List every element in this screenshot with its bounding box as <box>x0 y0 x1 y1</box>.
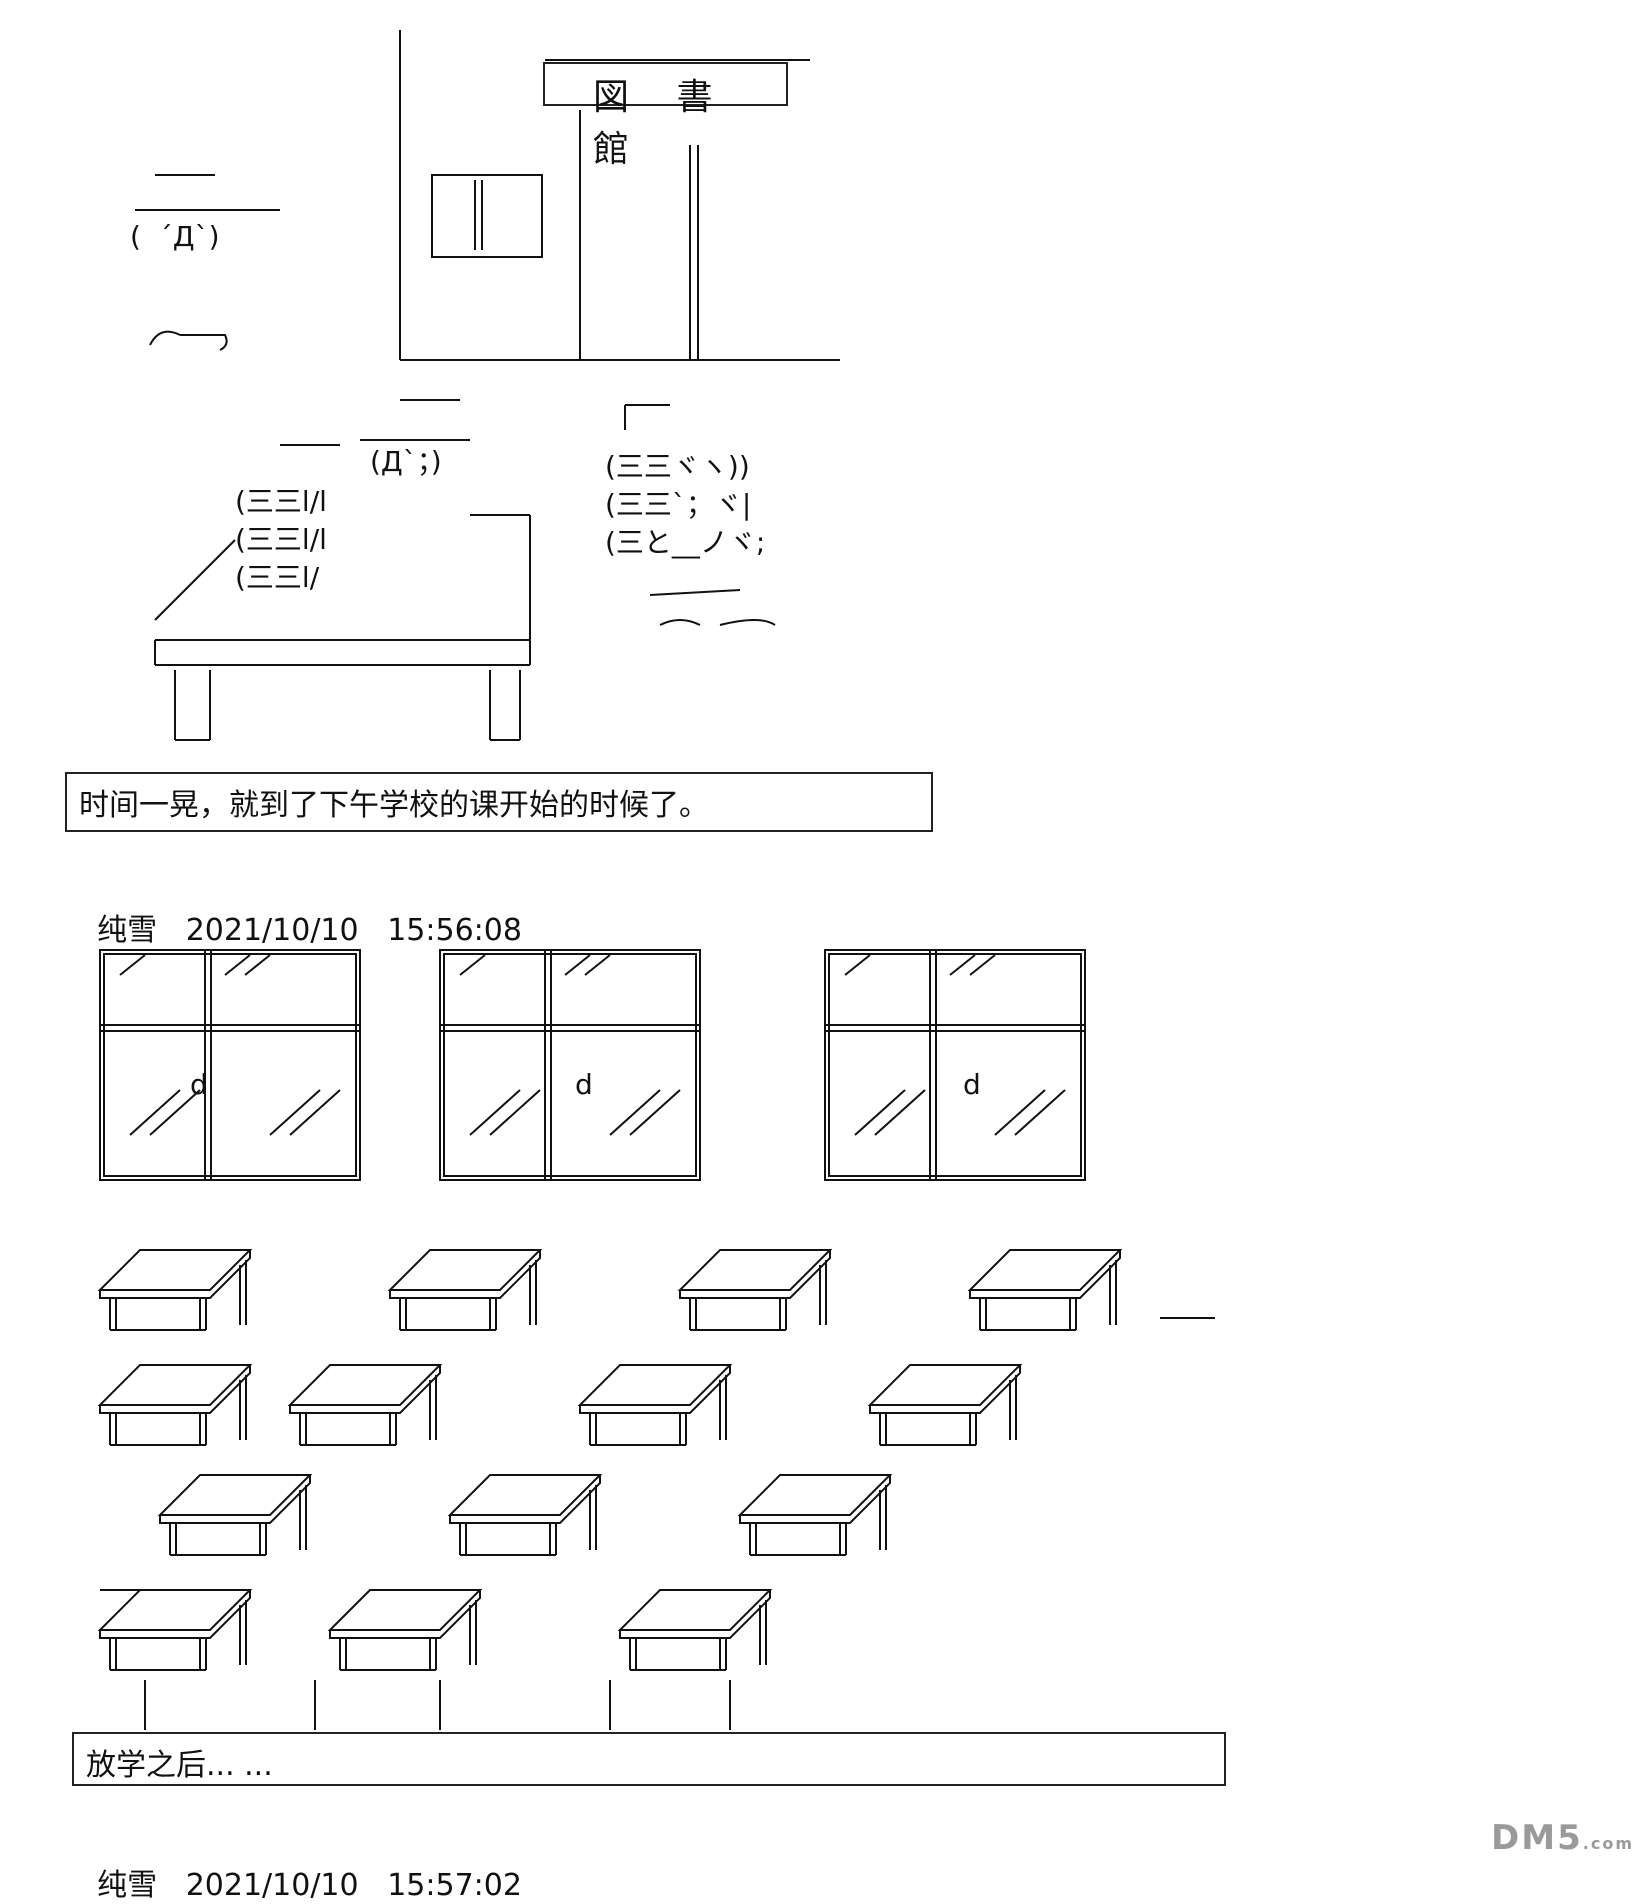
desk-outline <box>154 399 531 741</box>
library-sign-label: 図 書 館 <box>593 77 731 170</box>
narration-box-1: 时间一晃，就到了下午学校的课开始的时候了。 <box>65 772 933 832</box>
post-meta-1: 纯雪 2021/10/10 15:56:08 <box>78 870 522 949</box>
book-stack-left-1: (三三l/l <box>235 485 327 518</box>
book-stack-right-1: (三三ヾヽ)) <box>605 450 750 483</box>
post-datetime: 2021/10/10 15:57:02 <box>185 1868 522 1903</box>
watermark-suffix: .com <box>1582 1834 1634 1853</box>
narration-text-2: 放学之后... ... <box>86 1748 273 1783</box>
left-character-face: ( ´Д`) <box>130 220 220 253</box>
book-stack-left-2: (三三l/l <box>235 523 327 556</box>
window-latch-3: d <box>963 1068 981 1101</box>
post-author: 纯雪 <box>97 1868 158 1903</box>
book-stack-right-3: (三と__ノヾ; <box>605 526 766 559</box>
classroom-window <box>99 949 361 1181</box>
narration-text-1: 时间一晃，就到了下午学校的课开始的时候了。 <box>79 788 709 823</box>
narration-box-2: 放学之后... ... <box>72 1732 1226 1786</box>
middle-character-face: (Д`；) <box>370 445 442 478</box>
window-latch-1: d <box>190 1068 208 1101</box>
window-latch-2: d <box>575 1068 593 1101</box>
library-scene-art <box>135 30 840 741</box>
post-meta-2: 纯雪 2021/10/10 15:57:02 <box>78 1825 522 1904</box>
post-author: 纯雪 <box>97 913 158 948</box>
site-watermark: DM5.com <box>1491 1818 1634 1858</box>
right-character-outline <box>624 404 776 626</box>
post-datetime: 2021/10/10 15:56:08 <box>185 913 522 948</box>
watermark-brand: DM5 <box>1491 1818 1583 1858</box>
book-stack-right-2: (三三`；ヾ| <box>605 488 752 521</box>
left-character-outline <box>135 174 280 351</box>
book-stack-left-3: (三三l/ <box>235 561 320 594</box>
library-sign: 図 書 館 <box>543 62 788 170</box>
